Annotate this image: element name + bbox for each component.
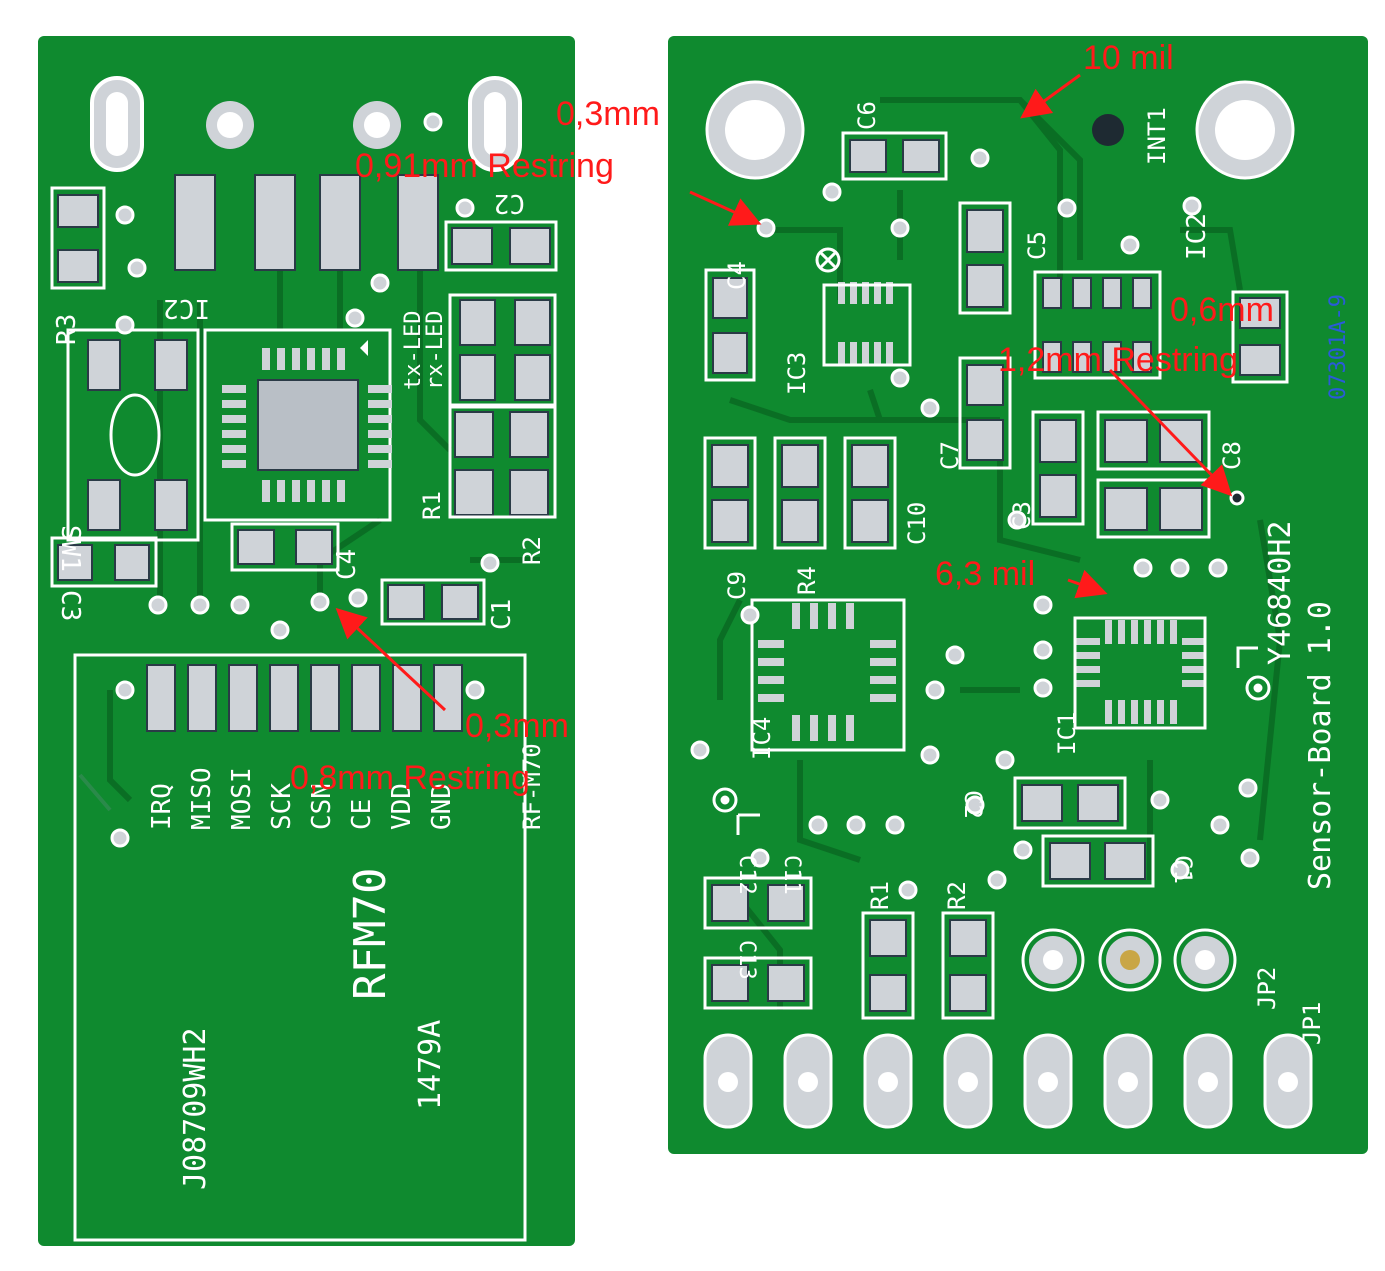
pin-label-irq: IRQ <box>147 783 177 830</box>
left-label-ic2: IC2 <box>163 293 210 323</box>
annotation-via-ring: 0,91mm Restring <box>355 147 614 185</box>
left-label-module-ref: J08709WH2 <box>178 1027 213 1190</box>
pin-label-miso: MISO <box>187 767 217 830</box>
right-label-c2: C2 <box>959 790 987 819</box>
annotation-left-ring: 0,8mm Restring <box>290 759 530 797</box>
left-label-module-code: 1479A <box>413 1020 448 1110</box>
left-label-c2: C2 <box>494 188 525 218</box>
right-board: C6 INT1 C4 IC3 C5 IC2 07301A-9 C7 C3 C8 … <box>668 36 1368 1154</box>
pin-label-mosi: MOSI <box>227 767 257 830</box>
pin-label-csn: CSN <box>307 783 337 830</box>
pin-label-sck: SCK <box>267 783 297 830</box>
annotation-fine-trace: 6,3 mil <box>935 555 1036 593</box>
pin-label-ce: CE <box>347 799 377 830</box>
left-label-c1: C1 <box>487 599 517 630</box>
right-label-c7: C7 <box>936 441 964 470</box>
right-label-c12: C12 <box>734 855 759 895</box>
jp1-pads <box>703 1033 1313 1129</box>
left-label-c4: C4 <box>332 549 362 580</box>
right-label-c3: C3 <box>1008 501 1036 530</box>
right-label-c1: C1 <box>1169 855 1197 884</box>
left-label-rx-led: rx-LED <box>423 311 448 390</box>
right-label-r2: R2 <box>943 881 971 910</box>
right-label-c6: C6 <box>853 101 881 130</box>
right-label-c13: C13 <box>734 940 759 980</box>
right-label-c8: C8 <box>1218 441 1246 470</box>
right-label-jp2: JP2 <box>1253 967 1281 1010</box>
left-label-rfm70: RFM70 <box>345 868 396 1000</box>
annotation-trace-width: 10 mil <box>1083 39 1174 77</box>
left-label-rf-m70: RF-M70 <box>518 743 546 830</box>
right-label-ic4: IC4 <box>748 717 776 760</box>
pin-label-vdd: VDD <box>387 783 417 830</box>
left-label-sw1: SW1 <box>55 525 85 572</box>
annotation-arrows <box>335 73 1233 712</box>
right-label-c10: C10 <box>903 502 931 545</box>
right-label-c9: C9 <box>723 571 751 600</box>
right-label-board-name: Sensor-Board 1.0 <box>1303 601 1338 890</box>
right-label-date-code: 07301A-9 <box>1326 294 1351 400</box>
left-label-r2: R2 <box>518 536 546 565</box>
right-label-fab-code: Y46840H2 <box>1263 521 1298 666</box>
right-label-c11: C11 <box>779 855 804 895</box>
left-label-r1: R1 <box>418 491 446 520</box>
right-label-ic2: IC2 <box>1182 213 1212 260</box>
annotation-left-drill: 0,3mm <box>465 707 569 745</box>
right-label-ic1: IC1 <box>1053 712 1081 755</box>
annotation-hole-ring: 1,2mm Restring <box>998 341 1238 379</box>
right-label-c4: C4 <box>723 261 751 290</box>
right-label-r1: R1 <box>866 881 894 910</box>
pin-label-gnd: GND <box>427 783 457 830</box>
left-label-r3: R3 <box>52 314 82 345</box>
right-label-c5: C5 <box>1023 231 1051 260</box>
jp2-pads <box>1021 928 1237 992</box>
right-label-int1: INT1 <box>1143 107 1171 165</box>
right-label-jp1: JP1 <box>1298 1002 1326 1045</box>
left-label-tx-led: tx-LED <box>401 311 426 390</box>
left-board: R3 SW1 IC2 tx-LED rx-LED R1 R2 C2 C3 C4 … <box>38 36 575 1246</box>
annotation-via-drill: 0,3mm <box>556 95 660 133</box>
left-label-c3: C3 <box>55 590 85 621</box>
right-label-ic3: IC3 <box>783 352 811 395</box>
annotation-hole-drill: 0,6mm <box>1170 291 1274 329</box>
right-label-r4: R4 <box>793 566 821 595</box>
